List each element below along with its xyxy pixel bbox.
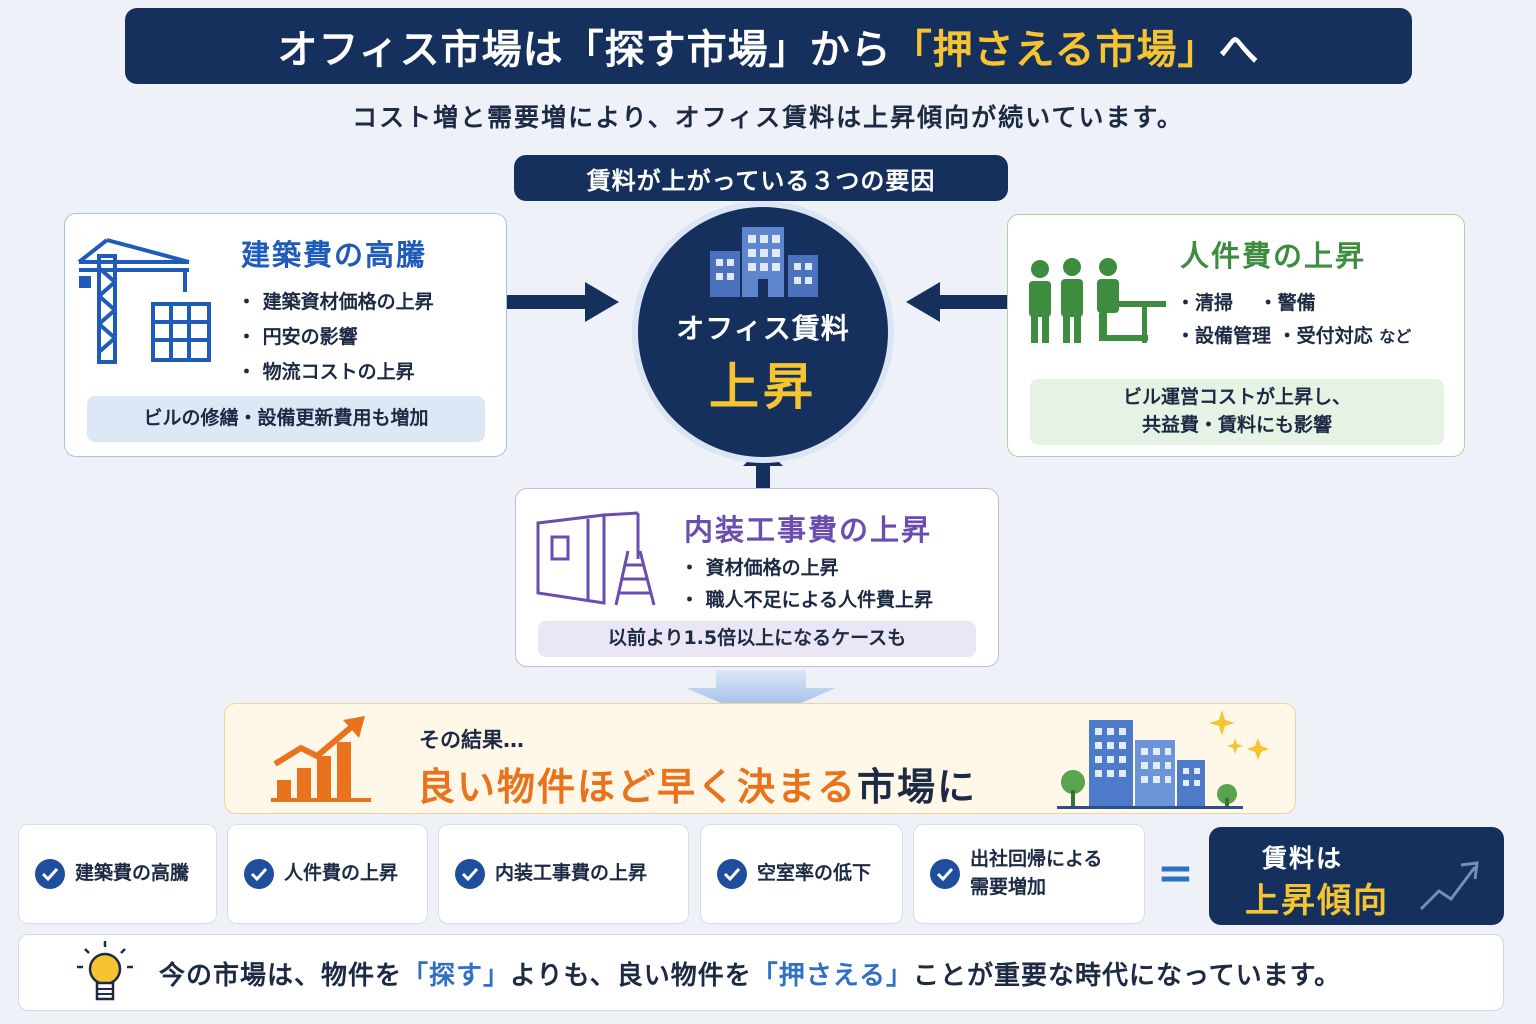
factor-label: 建築費の高騰 <box>75 862 190 885</box>
result-main: 良い物件ほど早く決まる市場に <box>417 756 977 811</box>
construction-bullet: ・ 物流コストの上昇 <box>237 361 415 383</box>
check-icon <box>455 859 485 889</box>
labor-items: ・設備管理 ・受付対応 <box>1176 325 1373 347</box>
interior-bullet: ・ 資材価格の上昇 <box>680 557 839 579</box>
construction-title: 建築費の高騰 <box>241 238 428 272</box>
check-icon <box>244 859 274 889</box>
factor-box: 内装工事費の上昇 <box>438 824 689 924</box>
title-part-3: へ <box>1218 27 1260 73</box>
bottom-message: 今の市場は、物件を「探す」よりも、良い物件を「押さえる」ことが重要な時代になって… <box>18 934 1504 1011</box>
labor-title: 人件費の上昇 <box>1180 239 1367 273</box>
labor-suffix: など <box>1379 327 1412 346</box>
construction-card: 建築費の高騰 ・ 建築資材価格の上昇 ・ 円安の影響 ・ 物流コストの上昇 ビル… <box>64 213 507 457</box>
result-prefix: その結果… <box>419 728 524 752</box>
ladder-icon <box>614 550 656 606</box>
factor-label: 内装工事費の上昇 <box>495 862 648 885</box>
factor-box: 建築費の高騰 <box>18 824 217 924</box>
sparkle-icon <box>1209 710 1235 736</box>
bottom-text-part: 今の市場は、物件を <box>159 961 403 991</box>
interior-title: 内装工事費の上昇 <box>684 513 933 547</box>
outcome-box: 賃料は 上昇傾向 <box>1209 827 1504 925</box>
arrow-right-icon <box>507 282 619 322</box>
labor-note-line1: ビル運営コストが上昇し、 <box>1122 386 1351 409</box>
factor-box: 人件費の上昇 <box>227 824 428 924</box>
office-building-icon <box>710 227 818 297</box>
construction-bullet: ・ 建築資材価格の上昇 <box>237 291 434 313</box>
check-icon <box>930 859 960 889</box>
bottom-text-part: ことが重要な時代になっています。 <box>912 961 1342 991</box>
bottom-quote-secure: 「押さえる」 <box>751 961 913 991</box>
labor-note-line2: 共益費・賃料にも影響 <box>1141 414 1332 436</box>
factors-label: 賃料が上がっている３つの要因 <box>514 155 1008 201</box>
result-suffix: 市場に <box>857 765 978 809</box>
bottom-text-part: よりも、良い物件を <box>510 961 752 991</box>
center-rise: 上昇 <box>709 358 817 416</box>
construction-note: ビルの修繕・設備更新費用も増加 <box>87 396 485 442</box>
check-icon <box>717 859 747 889</box>
interior-card: 内装工事費の上昇 ・ 資材価格の上昇 ・ 職人不足による人件費上昇 以前より1.… <box>515 488 999 667</box>
result-highlight: 良い物件ほど早く決まる <box>417 765 858 809</box>
labor-items-row2: ・設備管理 ・受付対応 など <box>1176 321 1411 348</box>
construction-bullet: ・ 円安の影響 <box>237 326 358 348</box>
crane-icon <box>77 238 190 364</box>
factor-label-line2: 需要増加 <box>970 876 1047 898</box>
title-part-1: オフィス市場は「探す市場」から <box>277 27 892 73</box>
workers-icon <box>1029 258 1166 343</box>
interior-note: 以前より1.5倍以上になるケースも <box>538 621 976 657</box>
building-frame-icon <box>151 302 211 362</box>
page-subtitle: コスト増と需要増により、オフィス賃料は上昇傾向が続いています。 <box>352 103 1184 132</box>
factor-label: 空室率の低下 <box>757 862 872 885</box>
factor-box: 出社回帰による需要増加 <box>913 824 1145 924</box>
equals-sign: = <box>1157 848 1194 899</box>
factor-label-line1: 出社回帰による <box>970 848 1103 871</box>
trend-arrow-icon <box>1419 861 1479 911</box>
factor-box: 空室率の低下 <box>700 824 903 924</box>
partition-wall-icon <box>536 511 640 605</box>
arrow-left-icon <box>906 282 1008 322</box>
sparkle-icon <box>1247 738 1269 760</box>
check-icon <box>35 859 65 889</box>
outcome-line1: 賃料は <box>1262 844 1344 873</box>
light-bulb-icon <box>77 941 133 1001</box>
bottom-quote-search: 「探す」 <box>402 961 511 991</box>
labor-note: ビル運営コストが上昇し、 共益費・賃料にも影響 <box>1030 379 1444 445</box>
page-title: オフィス市場は「探す市場」から「押さえる市場」へ <box>125 8 1412 84</box>
growth-chart-icon <box>271 716 371 802</box>
result-banner: その結果… 良い物件ほど早く決まる市場に <box>224 703 1296 814</box>
interior-bullet: ・ 職人不足による人件費上昇 <box>680 589 934 611</box>
labor-card: 人件費の上昇 ・清掃 ・警備 ・設備管理 ・受付対応 など ビル運営コストが上昇… <box>1007 214 1465 457</box>
factor-label: 出社回帰による需要増加 <box>970 846 1102 901</box>
bottom-sentence: 今の市場は、物件を「探す」よりも、良い物件を「押さえる」ことが重要な時代になって… <box>159 955 1341 992</box>
rent-rise-circle: オフィス賃料 上昇 <box>638 207 888 457</box>
cityscape-icon <box>1057 720 1243 809</box>
outcome-line2: 上昇傾向 <box>1245 881 1389 921</box>
labor-items-row1: ・清掃 ・警備 <box>1176 292 1316 314</box>
arrow-down-icon <box>686 670 836 720</box>
sparkle-icon <box>1227 738 1243 754</box>
factor-label: 人件費の上昇 <box>284 862 399 885</box>
title-highlight: 「押さえる市場」 <box>891 27 1219 73</box>
center-label: オフィス賃料 <box>676 312 850 345</box>
